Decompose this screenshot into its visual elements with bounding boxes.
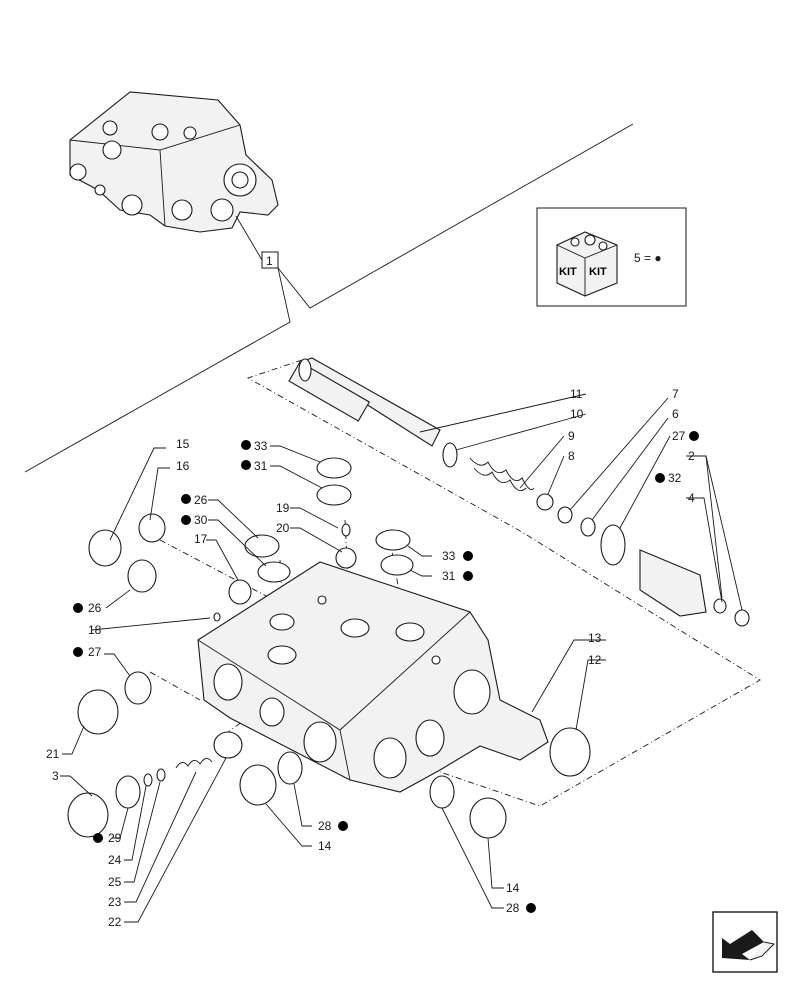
kit-dot-26-top	[181, 494, 191, 504]
callout-16: 16	[176, 459, 190, 473]
callout-32: 32	[668, 471, 682, 485]
header-callout-box: 1	[24, 123, 634, 473]
callout-27-left: 27	[88, 645, 102, 659]
spool-assembly	[288, 357, 750, 627]
kit-dot-33-right	[463, 551, 473, 561]
callout-10: 10	[570, 407, 584, 421]
callout-7: 7	[672, 387, 679, 401]
callout-25: 25	[108, 875, 122, 889]
callout-labels: 11 10 9 8 7 6 27 2 32 4 13 12 15 16 17 1…	[46, 387, 699, 929]
callout-20: 20	[276, 521, 290, 535]
callout-18: 18	[88, 623, 102, 637]
callout-4: 4	[688, 491, 695, 505]
kit-dot-31-right	[463, 571, 473, 581]
callout-15: 15	[176, 437, 190, 451]
callout-24: 24	[108, 853, 122, 867]
callout-28-right: 28	[506, 901, 520, 915]
kit-dot-28-right	[526, 903, 536, 913]
kit-dot-28-mid	[338, 821, 348, 831]
callout-23: 23	[108, 895, 122, 909]
callout-2: 2	[688, 449, 695, 463]
kit-dot-29	[93, 833, 103, 843]
callout-9: 9	[568, 429, 575, 443]
callout-27-top: 27	[672, 429, 686, 443]
kit-box-icon: KIT KIT	[556, 231, 618, 297]
kit-dot-31-top	[241, 460, 251, 470]
callout-12: 12	[588, 653, 602, 667]
callout-28-mid: 28	[318, 819, 332, 833]
svg-text:KIT: KIT	[589, 266, 607, 278]
callout-1: 1	[266, 254, 273, 268]
callout-13: 13	[588, 631, 602, 645]
callout-19: 19	[276, 501, 290, 515]
callout-3: 3	[52, 769, 59, 783]
callout-21: 21	[46, 747, 60, 761]
callout-33-top: 33	[254, 439, 268, 453]
left-parts	[67, 457, 591, 839]
kit-dot-27-left	[73, 647, 83, 657]
callout-30: 30	[194, 513, 208, 527]
valve-body	[197, 561, 549, 793]
kit-dot-27-top	[689, 431, 699, 441]
kit-dot-30	[181, 515, 191, 525]
kit-dot-33-top	[241, 440, 251, 450]
callout-8: 8	[568, 449, 575, 463]
kit-dot-26-left	[73, 603, 83, 613]
callout-14-mid: 14	[318, 839, 332, 853]
kit-dot-32	[655, 473, 665, 483]
kit-legend-box: KIT KIT 5 = ●	[536, 207, 687, 307]
svg-text:KIT: KIT	[559, 266, 577, 278]
kit-legend-text: 5 = ●	[634, 251, 662, 265]
next-page-arrow-icon[interactable]	[712, 911, 778, 973]
leader-lines	[60, 393, 743, 923]
callout-26-left: 26	[88, 601, 102, 615]
callout-11: 11	[570, 387, 583, 401]
callout-17: 17	[194, 532, 208, 546]
callout-22: 22	[108, 915, 122, 929]
overview-valve-assembly	[69, 91, 279, 233]
callout-31-top: 31	[254, 459, 268, 473]
callout-6: 6	[672, 407, 679, 421]
callout-31-right: 31	[442, 569, 456, 583]
callout-26-top: 26	[194, 493, 208, 507]
callout-14-right: 14	[506, 881, 520, 895]
callout-33-right: 33	[442, 549, 456, 563]
callout-29: 29	[108, 831, 122, 845]
